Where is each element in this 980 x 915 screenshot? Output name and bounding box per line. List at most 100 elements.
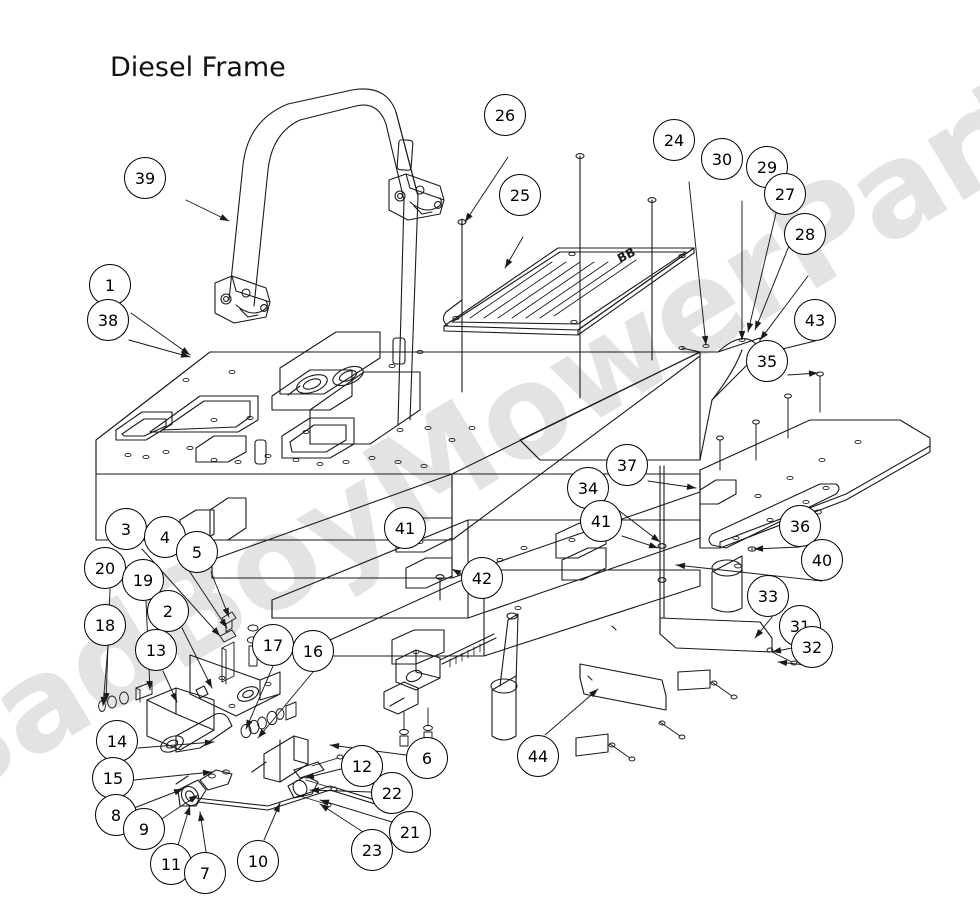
leader-line-29 — [747, 208, 778, 333]
callout-6[interactable]: 6 — [406, 737, 448, 779]
callout-39[interactable]: 39 — [124, 157, 166, 199]
leader-arrow-40 — [676, 562, 686, 570]
callout-20[interactable]: 20 — [84, 547, 126, 589]
leader-arrow-32 — [778, 659, 788, 667]
leader-line-1 — [130, 312, 191, 356]
steering-pivot-part-6 — [251, 735, 309, 783]
callout-17[interactable]: 17 — [252, 624, 294, 666]
leader-arrow-41 — [648, 542, 658, 549]
callout-26[interactable]: 26 — [484, 94, 526, 136]
leader-line-14 — [137, 741, 215, 749]
leader-line-21 — [319, 799, 393, 823]
callout-28[interactable]: 28 — [784, 213, 826, 255]
leader-line-38 — [128, 339, 191, 358]
washer-set-18-19-20 — [98, 681, 153, 712]
mount-bracket-part-2 — [189, 654, 281, 717]
callout-42[interactable]: 42 — [461, 557, 503, 599]
callout-41b[interactable]: 41 — [384, 507, 426, 549]
callout-41[interactable]: 41 — [580, 500, 622, 542]
callout-10[interactable]: 10 — [237, 840, 279, 882]
callout-37[interactable]: 37 — [606, 444, 648, 486]
callout-3[interactable]: 3 — [105, 508, 147, 550]
leader-line-26 — [464, 156, 509, 223]
leader-arrow-10 — [273, 803, 280, 813]
leader-arrow-18 — [100, 696, 107, 706]
rops-hinge-clamp-left — [214, 275, 271, 324]
plate-bolts-part-35 — [716, 371, 824, 471]
callout-18[interactable]: 18 — [84, 604, 126, 646]
leader-arrow-2 — [205, 678, 212, 688]
callout-40[interactable]: 40 — [801, 539, 843, 581]
leader-line-18 — [102, 645, 109, 707]
leader-arrow-19 — [146, 680, 153, 690]
seat-deck-panel — [519, 337, 762, 461]
pedal-part-7-11 — [175, 775, 207, 807]
callout-30[interactable]: 30 — [701, 138, 743, 180]
callout-2[interactable]: 2 — [147, 590, 189, 632]
leader-arrow-9 — [188, 795, 198, 803]
callout-16[interactable]: 16 — [292, 630, 334, 672]
leader-line-24 — [688, 181, 707, 346]
callout-38[interactable]: 38 — [87, 299, 129, 341]
leader-arrow-33 — [755, 628, 764, 638]
callout-23[interactable]: 23 — [351, 829, 393, 871]
callout-15[interactable]: 15 — [92, 757, 134, 799]
cylinder-assembly-part-13-14 — [146, 685, 233, 753]
right-post — [711, 555, 743, 613]
leader-line-27 — [754, 235, 794, 331]
leader-line-2 — [181, 627, 213, 689]
leader-arrow-29 — [746, 322, 754, 332]
leader-line-16 — [257, 671, 314, 739]
callout-44[interactable]: 44 — [517, 735, 559, 777]
leader-arrow-11 — [184, 806, 191, 816]
leader-arrow-31 — [772, 647, 782, 654]
leader-arrow-25 — [505, 258, 513, 268]
leader-arrow-14 — [204, 739, 214, 746]
vertical-rod-part-34 — [657, 465, 667, 619]
callout-22[interactable]: 22 — [371, 772, 413, 814]
callout-13[interactable]: 13 — [135, 629, 177, 671]
callout-32[interactable]: 32 — [791, 626, 833, 668]
rops-bar-part-39 — [228, 88, 419, 465]
leader-arrow-36 — [754, 545, 764, 552]
callout-14[interactable]: 14 — [96, 720, 138, 762]
leader-line-15 — [133, 771, 213, 781]
leader-arrow-12 — [305, 772, 315, 779]
callout-35[interactable]: 35 — [746, 340, 788, 382]
callout-21[interactable]: 21 — [389, 811, 431, 853]
leader-arrow-17 — [246, 719, 253, 729]
callout-24[interactable]: 24 — [653, 119, 695, 161]
floor-plate-bolts-part-26 — [457, 153, 657, 399]
callout-4[interactable]: 4 — [144, 516, 186, 558]
callout-9[interactable]: 9 — [123, 808, 165, 850]
callout-12[interactable]: 12 — [341, 745, 383, 787]
leader-arrow-6 — [330, 743, 340, 750]
leader-arrow-15 — [202, 769, 212, 777]
callout-43[interactable]: 43 — [794, 299, 836, 341]
leader-arrow-4 — [219, 618, 227, 628]
leader-line-28 — [759, 275, 809, 341]
leader-arrow-23 — [320, 804, 330, 812]
washer-stack-16-17 — [240, 701, 297, 739]
leader-line-17 — [245, 665, 274, 730]
callout-27[interactable]: 27 — [764, 173, 806, 215]
leader-arrow-24 — [701, 335, 709, 345]
center-post — [490, 612, 519, 741]
callout-25[interactable]: 25 — [499, 174, 541, 216]
leader-arrow-7 — [198, 812, 205, 822]
page-title: Diesel Frame — [110, 52, 286, 83]
callout-33[interactable]: 33 — [747, 575, 789, 617]
leader-arrow-1 — [180, 347, 190, 355]
leader-arrow-28 — [760, 330, 768, 340]
leader-arrow-13 — [170, 692, 177, 702]
callout-5[interactable]: 5 — [176, 531, 218, 573]
leader-arrow-16 — [258, 729, 267, 738]
fastener-part-42 — [435, 574, 445, 601]
callout-7[interactable]: 7 — [184, 852, 226, 894]
leader-arrow-38 — [180, 351, 190, 358]
leader-arrow-30 — [738, 331, 746, 340]
link-joint-part-21-22-23 — [287, 754, 344, 808]
floor-plate-part-25: BB — [442, 245, 695, 336]
link-joint-part-8-9-15 — [199, 769, 233, 791]
